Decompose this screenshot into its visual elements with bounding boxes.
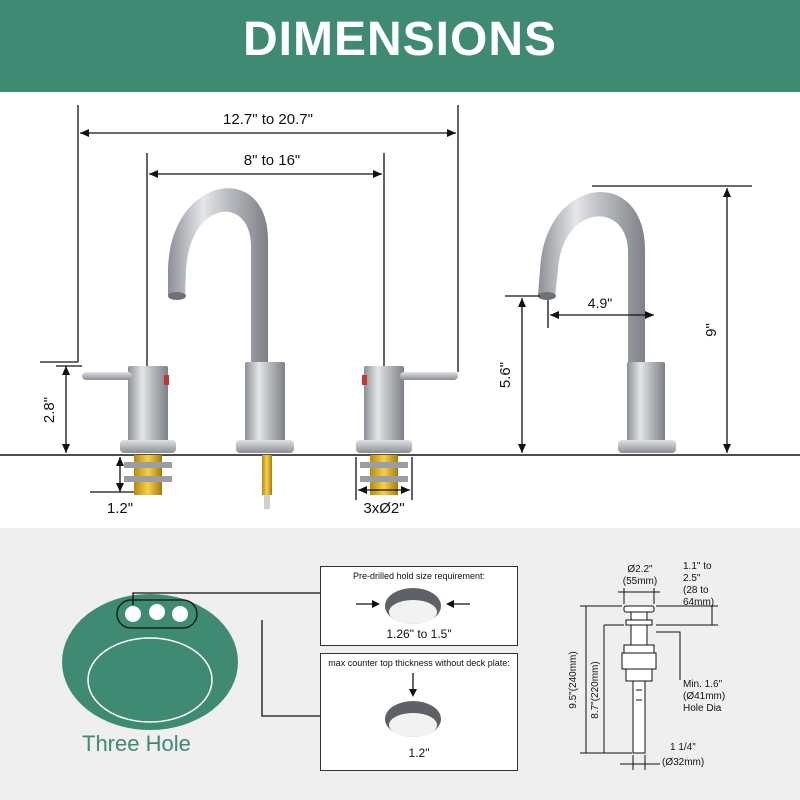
drain-adjust-2: 2.5"	[683, 573, 701, 584]
front-left-handle-body	[128, 366, 168, 442]
spout-reach-dimension	[547, 300, 654, 328]
drain-pipe-dia-2: (Ø32mm)	[662, 757, 704, 768]
front-spout-base	[236, 440, 294, 453]
drain-hole-min-3: Hole Dia	[683, 703, 722, 714]
pre-drilled-hole-box: Pre-drilled hold size requirement: 1.26"…	[320, 566, 518, 646]
pop-up-drain-illustration	[621, 605, 657, 754]
hole-diameter-dimension	[355, 457, 413, 500]
total-height-label: 9"	[703, 323, 720, 337]
total-height-dimension	[592, 185, 752, 453]
drain-dimension-lines	[580, 588, 718, 770]
handle-height-dimension	[56, 365, 82, 453]
drain-adjust-4: 64mm)	[683, 597, 714, 608]
sink-type-label: Three Hole	[82, 731, 191, 756]
sink-illustration	[62, 592, 320, 730]
pre-drilled-caption: Pre-drilled hold size requirement:	[352, 571, 486, 581]
counter-thickness-box: max counter top thickness without deck p…	[320, 653, 518, 771]
overall-width-label: 12.7" to 20.7"	[223, 111, 313, 128]
drain-hole-min-1: Min. 1.6"	[683, 679, 723, 690]
shank-length-dimension	[90, 457, 134, 493]
side-faucet-illustration	[538, 192, 676, 453]
front-left-lever	[82, 372, 132, 380]
front-spout	[168, 188, 268, 370]
shank-length-label: 1.2"	[107, 500, 133, 517]
front-right-handle-body	[364, 366, 404, 442]
spout-height-label: 5.6"	[497, 362, 514, 388]
counter-thickness-caption: max counter top thickness without deck p…	[328, 658, 510, 668]
handle-spread-dimension	[146, 153, 385, 366]
handle-height-label: 2.8"	[41, 397, 58, 423]
spout-height-dimension	[505, 295, 540, 453]
overall-width-dimension	[40, 105, 459, 372]
front-spout-outlet	[168, 292, 186, 300]
drain-cap-dia: Ø2.2"	[627, 564, 653, 575]
drain-adjust-1: 1.1" to	[683, 561, 712, 572]
pre-drilled-value: 1.26" to 1.5"	[386, 627, 452, 641]
hole-diameter-label: 3xØ2"	[363, 500, 404, 517]
front-faucet-illustration	[82, 188, 458, 509]
drain-cap-dia-mm: (55mm)	[623, 576, 657, 587]
drain-total-length: 9.5"(240mm)	[568, 651, 579, 708]
header-banner: DIMENSIONS	[0, 0, 800, 92]
drain-hole-min-2: (Ø41mm)	[683, 691, 725, 702]
drain-adjust-3: (28 to	[683, 585, 709, 596]
drain-pipe-dia-1: 1 1/4"	[670, 742, 696, 753]
counter-thickness-value: 1.2"	[408, 746, 430, 760]
front-spout-body	[245, 362, 285, 442]
page-title: DIMENSIONS	[242, 13, 558, 66]
front-right-lever	[400, 372, 458, 380]
spout-reach-label: 4.9"	[588, 295, 612, 311]
handle-spread-label: 8" to 16"	[244, 152, 301, 169]
drain-body-length: 8.7"(220mm)	[590, 661, 601, 718]
